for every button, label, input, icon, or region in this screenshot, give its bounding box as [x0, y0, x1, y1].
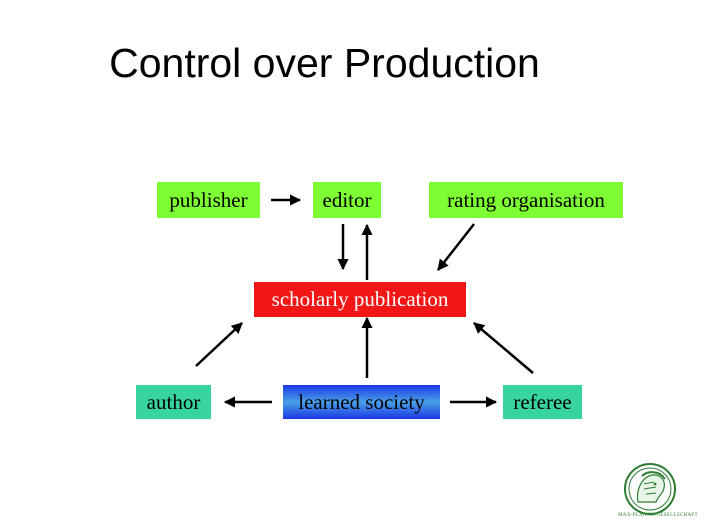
arrow-rating-to-scholarly: [437, 223, 475, 271]
rating-organisation-box: rating organisation: [429, 182, 623, 218]
arrow-author-to-scholarly: [195, 322, 243, 367]
author-box: author: [136, 385, 211, 419]
publisher-box: publisher: [157, 182, 260, 218]
arrow-referee-to-scholarly: [473, 322, 534, 374]
logo-caption: MAX-PLANCK-GESELLSCHAFT: [618, 513, 698, 518]
scholarly-publication-box: scholarly publication: [254, 282, 466, 317]
max-planck-seal-icon: [624, 463, 676, 515]
editor-box: editor: [313, 182, 381, 218]
referee-box: referee: [503, 385, 582, 419]
slide-title: Control over Production: [109, 40, 540, 86]
learned-society-box: learned society: [283, 385, 440, 419]
